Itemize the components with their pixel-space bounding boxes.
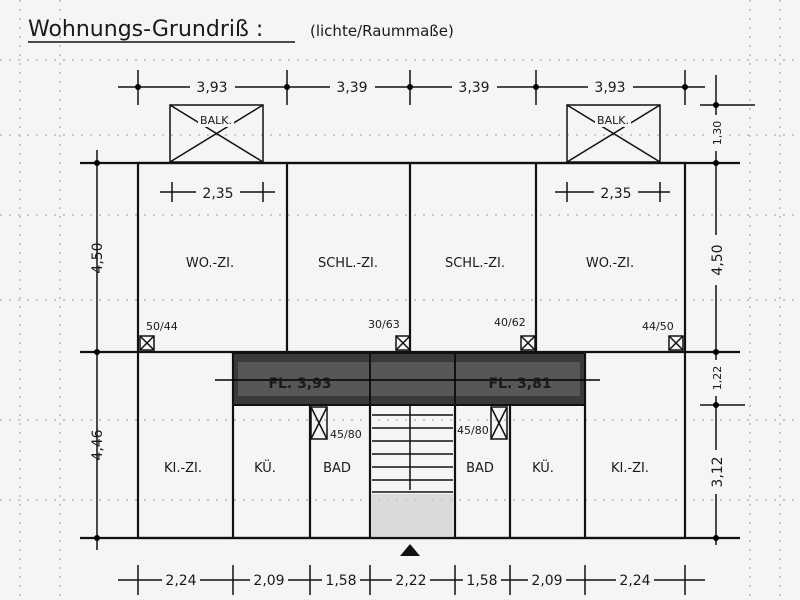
dim-top-3: 3,39 bbox=[458, 80, 489, 96]
vent-label-3: 40/62 bbox=[494, 316, 526, 329]
room-label-kitchen-right: KÜ. bbox=[532, 459, 554, 476]
dim-bottom-4: 2,22 bbox=[395, 573, 426, 589]
vent-label-2: 30/63 bbox=[368, 318, 400, 331]
dim-bottom-6: 2,09 bbox=[531, 573, 562, 589]
dim-bottom-2: 2,09 bbox=[253, 573, 284, 589]
dim-top-2: 3,39 bbox=[336, 80, 367, 96]
dim-inner-right: 2,35 bbox=[600, 186, 631, 202]
dim-bottom-5: 1,58 bbox=[466, 573, 497, 589]
dim-bottom-3: 1,58 bbox=[325, 573, 356, 589]
dim-inner-left: 2,35 bbox=[202, 186, 233, 202]
room-label-kitchen-left: KÜ. bbox=[254, 459, 276, 476]
room-label-kids-right: KI.-ZI. bbox=[611, 461, 649, 476]
corridor-right-label: FL. 3,81 bbox=[488, 376, 551, 392]
dim-right-2: 4,50 bbox=[710, 244, 726, 275]
dim-left-lower: 4,46 bbox=[90, 429, 106, 460]
balcony-left-label: BALK. bbox=[200, 114, 232, 127]
room-label-living-right: WO.-ZI. bbox=[586, 256, 634, 271]
dim-top-1: 3,93 bbox=[196, 80, 227, 96]
bath-vent-label-right: 45/80 bbox=[457, 424, 489, 437]
room-label-living-left: WO.-ZI. bbox=[186, 256, 234, 271]
dim-right-4: 3,12 bbox=[710, 456, 726, 487]
room-label-kids-left: KI.-ZI. bbox=[164, 461, 202, 476]
dim-right-3: 1,22 bbox=[711, 366, 724, 391]
balcony-right bbox=[566, 104, 661, 163]
room-label-bedroom-right: SCHL.-ZI. bbox=[445, 256, 505, 271]
dim-bottom-1: 2,24 bbox=[165, 573, 196, 589]
inner-dimension-lines bbox=[160, 182, 670, 202]
room-label-bath-left: BAD bbox=[323, 461, 351, 476]
vent-boxes bbox=[139, 335, 684, 440]
balcony-right-label: BALK. bbox=[597, 114, 629, 127]
entrance-arrow-icon bbox=[400, 544, 420, 556]
corridor-strip bbox=[215, 352, 600, 406]
plan-subtitle: (lichte/Raummaße) bbox=[310, 22, 454, 40]
left-dimension-line bbox=[94, 150, 100, 550]
room-label-bedroom-left: SCHL.-ZI. bbox=[318, 256, 378, 271]
corridor-left-label: FL. 3,93 bbox=[268, 376, 331, 392]
dim-right-1: 1,30 bbox=[711, 121, 724, 146]
bath-vent-label-left: 45/80 bbox=[330, 428, 362, 441]
room-label-bath-right: BAD bbox=[466, 461, 494, 476]
vent-label-4: 44/50 bbox=[642, 320, 674, 333]
staircase bbox=[372, 405, 453, 536]
dim-left-upper: 4,50 bbox=[90, 242, 106, 273]
vent-label-1: 50/44 bbox=[146, 320, 178, 333]
dim-top-4: 3,93 bbox=[594, 80, 625, 96]
plan-title: Wohnungs-Grundriß : bbox=[28, 17, 263, 42]
dim-bottom-7: 2,24 bbox=[619, 573, 650, 589]
